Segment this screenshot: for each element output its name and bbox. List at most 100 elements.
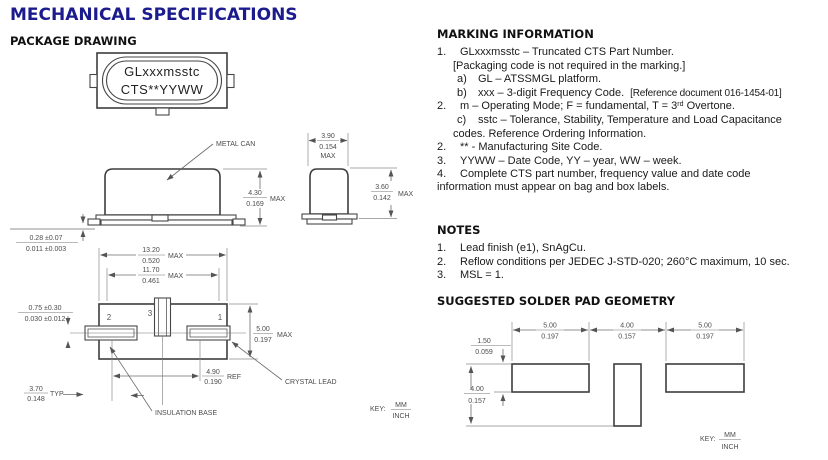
item-number: b) xyxy=(457,86,467,99)
item-text: [Packaging code is not required in the m… xyxy=(453,59,686,72)
item-number: c) xyxy=(457,114,467,127)
item-text: codes. Reference Ordering Information. xyxy=(453,127,647,140)
dim-length2-in: 0.461 xyxy=(142,278,160,285)
metal-can-label: METAL CAN xyxy=(216,141,255,148)
marking-item: 3. YYWW – Date Code, YY – year, WW – week… xyxy=(437,155,826,168)
dim-base-w-in: 0.148 xyxy=(27,396,45,403)
dim-end-height-qual: MAX xyxy=(398,191,414,198)
item-text: Complete CTS part number, frequency valu… xyxy=(460,168,751,181)
dim-end-width-mm: 3.90 xyxy=(321,133,335,140)
pad-h1-in: 0.059 xyxy=(475,349,493,356)
dim-can-height-mm: 4.30 xyxy=(248,190,262,197)
dim-lead-sp-mm: 4.90 xyxy=(206,369,220,376)
ordinal-superscript: rd xyxy=(677,100,684,108)
dim-lead-th-in: 0.030 ±0.012 xyxy=(25,316,66,323)
item-text: Lead finish (e1), SnAgCu. xyxy=(460,242,586,255)
key-label: KEY: xyxy=(370,406,386,413)
notes-section: NOTES 1. Lead finish (e1), SnAgCu. 2. Refl… xyxy=(424,223,826,283)
item-text: GLxxxmsstc – Truncated CTS Part Number. xyxy=(460,46,674,59)
item-text: m – Operating Mode; F = fundamental, T =… xyxy=(460,100,735,113)
pad-h2-mm: 4.00 xyxy=(470,386,484,393)
dim-standoff-in: 0.011 ±0.003 xyxy=(26,246,66,253)
item-text: information must appear on bag and box l… xyxy=(437,181,670,194)
marking-item: 4.Complete CTS part number, frequency va… xyxy=(437,168,826,181)
key-inch: INCH xyxy=(392,413,409,420)
item-number: 3. xyxy=(437,269,447,282)
pads-key-inch: INCH xyxy=(721,444,738,451)
marking-item: a) GL – ATSSMGL platform. xyxy=(437,73,826,86)
marking-item: 2. m – Operating Mode; F = fundamental, T… xyxy=(437,100,826,114)
reference-note: [Reference document 016-1454-01] xyxy=(630,87,782,99)
marking-item: codes. Reference Ordering Information. xyxy=(437,128,826,141)
item-number: a) xyxy=(457,73,467,86)
solder-pad-figure: 5.00 0.197 4.00 0.157 5.00 0.197 1.50 0.… xyxy=(464,322,745,451)
pkg-end-view: 3.90 0.154 MAX 3.60 0.142 MAX xyxy=(301,133,414,225)
item-text: xxx – 3-digit Frequency Code.[Reference … xyxy=(478,86,782,99)
pkg-top-view: GLxxxmsstc CTS**YYWW xyxy=(89,52,235,116)
marking-item: [Packaging code is not required in the m… xyxy=(437,60,826,73)
item-text: MSL = 1. xyxy=(460,269,504,282)
marking-item: b) xxx – 3-digit Frequency Code.[Referenc… xyxy=(437,87,826,100)
pkg-side-view: METAL CAN 4.30 0.169 MAX 0.28 ±0.07 0.01… xyxy=(10,141,286,253)
pads-key-label: KEY: xyxy=(700,436,716,443)
pad-dim2-in: 0.197 xyxy=(696,334,714,341)
marking-item: information must appear on bag and box l… xyxy=(437,181,826,194)
page-title: MECHANICAL SPECIFICATIONS xyxy=(10,5,298,25)
pad-dim1-mm: 5.00 xyxy=(543,323,557,330)
pad-dim1-in: 0.197 xyxy=(541,334,559,341)
item-number: 3. xyxy=(437,154,447,167)
dim-width-mm: 5.00 xyxy=(256,326,270,333)
item-text: Reflow conditions per JEDEC J-STD-020; 2… xyxy=(460,255,790,268)
dim-end-height-mm: 3.60 xyxy=(375,184,389,191)
item-text: YYWW – Date Code, YY – year, WW – week. xyxy=(460,154,682,167)
marking-text-line1: GLxxxmsstc xyxy=(124,64,200,79)
item-number: 2. xyxy=(437,141,447,154)
note-item: 1. Lead finish (e1), SnAgCu. xyxy=(437,242,826,255)
pin-1-label: 1 xyxy=(218,313,223,322)
pad-h1-mm: 1.50 xyxy=(477,338,491,345)
item-text: GL – ATSSMGL platform. xyxy=(478,73,602,86)
dim-can-height-qual: MAX xyxy=(270,196,286,203)
dim-base-w-mm: 3.70 xyxy=(29,386,43,393)
dim-length-qual: MAX xyxy=(168,253,184,260)
marking-information-heading: MARKING INFORMATION xyxy=(437,27,594,41)
marking-item: 1.GLxxxmsstc – Truncated CTS Part Number… xyxy=(437,46,826,59)
note-item: 3. MSL = 1. xyxy=(437,269,826,282)
item-number: 2. xyxy=(437,255,447,268)
dim-lead-sp-in: 0.190 xyxy=(204,379,222,386)
dim-standoff-mm: 0.28 ±0.07 xyxy=(29,235,62,242)
item-number: 1. xyxy=(437,242,447,255)
dim-end-height-in: 0.142 xyxy=(373,195,391,202)
dim-length2-mm: 11.70 xyxy=(143,267,160,274)
pad-dim2-mm: 5.00 xyxy=(698,323,712,330)
key-mm: MM xyxy=(395,402,407,409)
dim-length2-qual: MAX xyxy=(168,273,184,280)
crystal-lead-label: CRYSTAL LEAD xyxy=(285,379,337,386)
dim-lead-sp-qual: REF xyxy=(227,374,241,381)
marking-information-section: MARKING INFORMATION 1.GLxxxmsstc – Trunc… xyxy=(424,27,826,195)
marking-item: c) sstc – Tolerance, Stability, Temperatu… xyxy=(437,114,826,127)
dim-lead-th-mm: 0.75 ±0.30 xyxy=(28,305,61,312)
marking-text-line2: CTS**YYWW xyxy=(121,82,204,97)
dim-end-width-qual: MAX xyxy=(320,153,336,160)
pad-h2-in: 0.157 xyxy=(468,398,486,405)
dim-length-mm: 13.20 xyxy=(142,247,160,254)
item-number: 2. xyxy=(437,100,447,113)
dim-base-w-qual: TYP xyxy=(50,391,64,398)
insulation-base-label: INSULATION BASE xyxy=(155,410,217,417)
dim-end-width-in: 0.154 xyxy=(319,144,337,151)
dim-width-qual: MAX xyxy=(277,332,293,339)
pin-2-label: 2 xyxy=(107,313,112,322)
marking-item: 2.** - Manufacturing Site Code. xyxy=(437,141,826,154)
dim-width-in: 0.197 xyxy=(254,337,272,344)
dim-can-height-in: 0.169 xyxy=(246,201,264,208)
notes-heading: NOTES xyxy=(437,223,481,237)
note-item: 2. Reflow conditions per JEDEC J-STD-020;… xyxy=(437,256,826,269)
item-text: sstc – Tolerance, Stability, Temperature… xyxy=(478,114,782,127)
pad-gap-mm: 4.00 xyxy=(620,323,634,330)
pkg-bottom-view: 13.20 0.520 MAX 11.70 0.461 MAX 2 3 1 5.… xyxy=(18,247,411,420)
pin-3-label: 3 xyxy=(148,309,153,318)
dim-length-in: 0.520 xyxy=(142,258,160,265)
pad-gap-in: 0.157 xyxy=(618,334,636,341)
